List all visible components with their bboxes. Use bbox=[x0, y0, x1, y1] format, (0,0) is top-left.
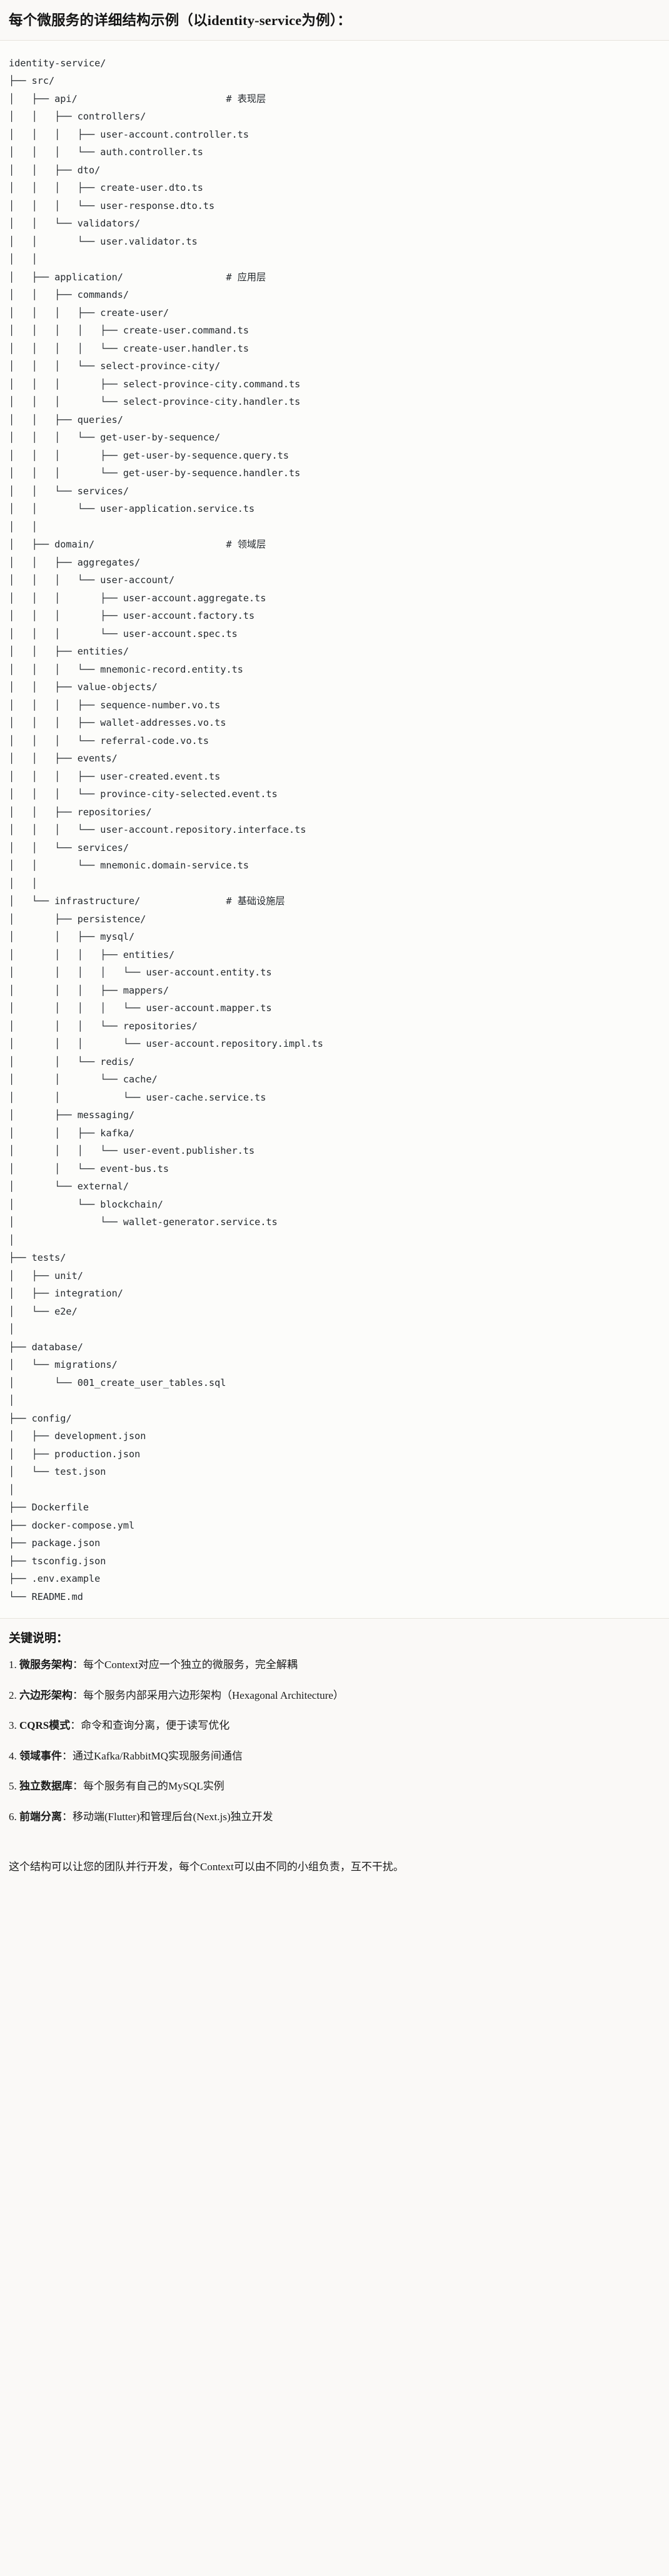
note-separator: ： bbox=[73, 1780, 83, 1793]
note-separator: ： bbox=[62, 1749, 73, 1762]
note-description: 命令和查询分离，便于读写优化 bbox=[81, 1719, 230, 1732]
title-divider bbox=[0, 39, 669, 41]
note-term: CQRS模式 bbox=[19, 1719, 71, 1732]
note-description: 每个Context对应一个独立的微服务，完全解耦 bbox=[83, 1659, 298, 1671]
note-description: 通过Kafka/RabbitMQ实现服务间通信 bbox=[73, 1749, 243, 1762]
list-item: 独立数据库：每个服务有自己的MySQL实例 bbox=[9, 1778, 660, 1795]
key-notes-list: 微服务架构：每个Context对应一个独立的微服务，完全解耦 六边形架构：每个服… bbox=[9, 1657, 660, 1825]
directory-tree: identity-service/ ├── src/ │ ├── api/ # … bbox=[9, 57, 323, 1602]
note-separator: ： bbox=[70, 1719, 81, 1732]
directory-tree-block: identity-service/ ├── src/ │ ├── api/ # … bbox=[0, 40, 669, 1619]
key-notes-section: 关键说明： 微服务架构：每个Context对应一个独立的微服务，完全解耦 六边形… bbox=[0, 1619, 669, 1845]
page-title: 每个微服务的详细结构示例（以identity-service为例）： bbox=[9, 13, 351, 28]
note-term: 微服务架构 bbox=[19, 1659, 73, 1671]
note-separator: ： bbox=[62, 1810, 73, 1823]
note-separator: ： bbox=[73, 1689, 83, 1701]
key-notes-title: 关键说明： bbox=[9, 1632, 69, 1646]
note-term: 前端分离 bbox=[19, 1810, 62, 1823]
note-term: 六边形架构 bbox=[19, 1689, 73, 1701]
note-term: 独立数据库 bbox=[19, 1780, 73, 1793]
note-description: 每个服务内部采用六边形架构（Hexagonal Architecture） bbox=[83, 1689, 344, 1701]
closing-paragraph: 这个结构可以让您的团队并行开发，每个Context可以由不同的小组负责，互不干扰… bbox=[9, 1861, 404, 1873]
note-term: 领域事件 bbox=[19, 1749, 62, 1762]
list-item: 前端分离：移动端(Flutter)和管理后台(Next.js)独立开发 bbox=[9, 1809, 660, 1825]
list-item: 领域事件：通过Kafka/RabbitMQ实现服务间通信 bbox=[9, 1748, 660, 1764]
list-item: 六边形架构：每个服务内部采用六边形架构（Hexagonal Architectu… bbox=[9, 1688, 660, 1704]
list-item: CQRS模式：命令和查询分离，便于读写优化 bbox=[9, 1718, 660, 1734]
list-item: 微服务架构：每个Context对应一个独立的微服务，完全解耦 bbox=[9, 1657, 660, 1673]
note-description: 移动端(Flutter)和管理后台(Next.js)独立开发 bbox=[73, 1810, 273, 1823]
note-description: 每个服务有自己的MySQL实例 bbox=[83, 1780, 224, 1793]
notes-divider bbox=[0, 1618, 669, 1619]
document-page: 每个微服务的详细结构示例（以identity-service为例）： ident… bbox=[0, 0, 669, 1886]
note-separator: ： bbox=[73, 1659, 83, 1671]
